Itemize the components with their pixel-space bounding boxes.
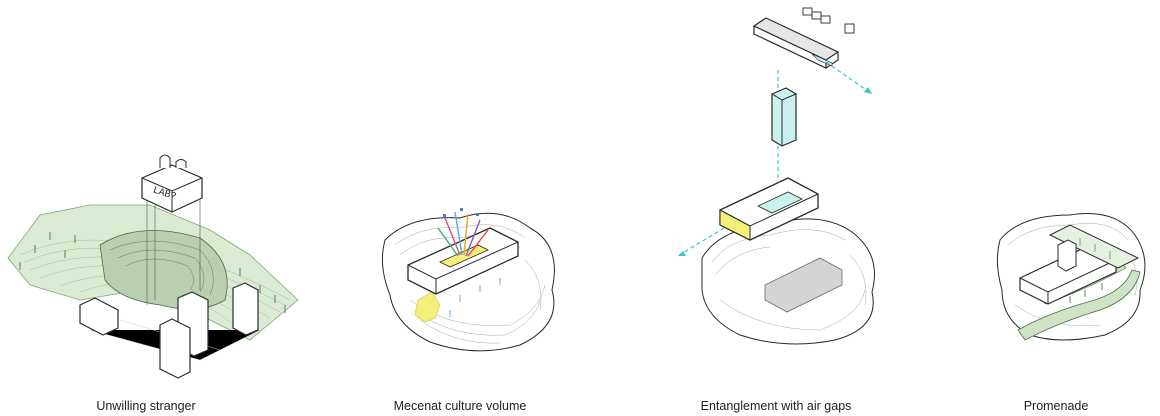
terrain-rock [381, 212, 555, 352]
building-tower-3 [159, 318, 191, 379]
glazed-bar [1048, 224, 1140, 269]
diagram-unwilling-stranger: LAB? [7, 154, 299, 379]
ring-courtyard [757, 191, 803, 214]
caption-entanglement-air-gaps: Entanglement with air gaps [700, 399, 852, 413]
arrow-right-head [864, 87, 872, 94]
small-box-4 [844, 23, 855, 34]
existing-block [764, 257, 843, 313]
panel-mecenat-culture-volume: Mecenat culture volume [300, 0, 620, 416]
floating-tower [771, 87, 797, 147]
volume-courtyard [439, 244, 489, 268]
promenade-path [1017, 269, 1141, 341]
diagram-promenade [996, 213, 1146, 341]
caption-promenade: Promenade [1023, 399, 1089, 413]
panel-entanglement-air-gaps: Entanglement with air gaps [620, 0, 920, 416]
small-box-3 [820, 15, 831, 24]
lab-box [141, 164, 203, 213]
tower [1057, 239, 1077, 272]
arrow-left-head [678, 251, 686, 256]
panel-unwilling-stranger: LAB? Unwilling stranger [0, 0, 300, 416]
building-small [79, 297, 119, 336]
chimney-left [159, 154, 171, 168]
caption-unwilling-stranger: Unwilling stranger [96, 399, 196, 413]
building-tower-2 [232, 282, 259, 336]
small-box-2 [811, 11, 822, 20]
panel-promenade: Promenade [920, 0, 1160, 416]
diagram-entanglement-air-gaps [677, 7, 875, 345]
small-box-1 [802, 7, 813, 16]
hill-mound [99, 230, 228, 310]
caption-mecenat-culture-volume: Mecenat culture volume [393, 399, 527, 413]
chimney-right [175, 159, 187, 168]
diagram-mecenat-culture-volume [381, 208, 555, 352]
